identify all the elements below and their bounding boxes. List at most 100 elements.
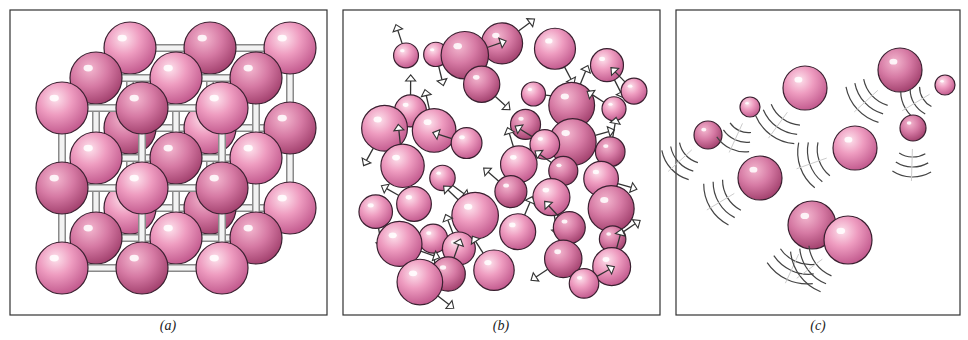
motion-trail <box>668 150 692 172</box>
particle-highlight <box>628 85 633 88</box>
motion-trail <box>797 259 823 278</box>
motion-arrowhead <box>443 215 452 222</box>
motion-arrow <box>615 72 625 82</box>
particle-highlight <box>510 155 517 160</box>
motion-arrow <box>509 133 513 146</box>
particle-highlight <box>745 102 749 105</box>
particle-highlight <box>244 225 253 232</box>
particle <box>900 115 926 141</box>
particle <box>394 43 419 68</box>
motion-arrow <box>520 129 532 136</box>
motion-arc <box>855 83 883 114</box>
particle-highlight <box>701 128 706 132</box>
particle <box>362 105 408 151</box>
particle-highlight <box>800 213 809 219</box>
particle-highlight <box>278 35 287 42</box>
motion-arrowhead <box>484 168 492 176</box>
particle-highlight <box>130 95 139 102</box>
particle <box>590 49 623 82</box>
motion-arrow <box>536 269 548 277</box>
motion-arrow <box>518 23 529 31</box>
motion-trail <box>902 94 929 110</box>
particle-highlight <box>440 265 446 269</box>
motion-arrow <box>565 67 572 79</box>
particle-highlight <box>603 144 608 148</box>
panel-frame <box>676 10 960 315</box>
motion-arrowhead <box>446 301 454 309</box>
particle <box>533 179 570 216</box>
motion-arrowhead <box>394 124 404 130</box>
motion-arrow <box>624 224 636 232</box>
particle <box>196 162 248 214</box>
motion-arrowhead <box>525 197 534 204</box>
particle <box>36 242 88 294</box>
particle-highlight <box>244 65 253 72</box>
motion-arrowhead <box>515 125 523 134</box>
particle-highlight <box>606 232 611 235</box>
motion-arrowhead <box>611 68 619 76</box>
particle-highlight <box>210 95 219 102</box>
particle-highlight <box>84 65 93 72</box>
particle-highlight <box>473 75 480 80</box>
motion-arrow <box>399 130 400 144</box>
particle-highlight <box>600 197 608 203</box>
particle <box>464 66 500 102</box>
particle-highlight <box>118 35 127 42</box>
particle <box>553 212 585 244</box>
particle <box>935 75 955 95</box>
particle-highlight <box>50 255 59 262</box>
motion-trail <box>797 158 827 169</box>
particle <box>36 82 88 134</box>
particle <box>474 250 514 290</box>
motion-arrow <box>438 296 449 305</box>
motion-arrowhead <box>406 75 416 81</box>
particle <box>569 269 599 299</box>
particle-highlight <box>84 225 93 232</box>
particle-highlight <box>484 260 491 265</box>
motion-arrow <box>595 132 608 136</box>
particle <box>878 48 922 92</box>
particle-highlight <box>554 249 561 254</box>
particle-highlight <box>164 65 173 72</box>
motion-arrowhead <box>454 239 463 246</box>
motion-arrow <box>495 96 505 105</box>
motion-arrow <box>614 80 620 92</box>
motion-arrowhead <box>362 158 371 166</box>
panel-label: (c) <box>810 318 826 334</box>
particle <box>397 259 443 305</box>
motion-arrowhead <box>545 201 553 209</box>
particle-highlight <box>368 203 374 207</box>
particle-highlight <box>426 231 431 235</box>
lattice-bonds <box>62 78 256 268</box>
particle-highlight <box>794 77 802 83</box>
motion-arrowhead <box>527 19 535 27</box>
motion-arrow <box>398 30 402 43</box>
particle <box>833 126 877 170</box>
particle-highlight <box>844 137 852 143</box>
motion-arrowhead <box>615 229 625 236</box>
particle-highlight <box>608 103 612 106</box>
particle <box>196 82 248 134</box>
particle-highlight <box>907 121 912 124</box>
motion-arrowhead <box>421 90 431 97</box>
motion-arrowhead <box>531 273 539 281</box>
motion-arc <box>846 87 878 122</box>
motion-arrow <box>410 81 411 95</box>
particle-highlight <box>599 57 605 61</box>
particle-highlight <box>543 188 550 193</box>
motion-trail <box>729 123 742 152</box>
particle <box>116 162 168 214</box>
particle-highlight <box>50 95 59 102</box>
motion-arrowhead <box>502 102 510 110</box>
particle-highlight <box>389 232 397 238</box>
motion-arrow <box>580 71 585 84</box>
particle-highlight <box>130 255 139 262</box>
particle <box>694 121 722 149</box>
motion-arrowhead <box>581 66 590 73</box>
particle-highlight <box>453 43 462 49</box>
particle-highlight <box>403 103 409 107</box>
motion-arrow <box>448 190 458 200</box>
particle <box>116 242 168 294</box>
